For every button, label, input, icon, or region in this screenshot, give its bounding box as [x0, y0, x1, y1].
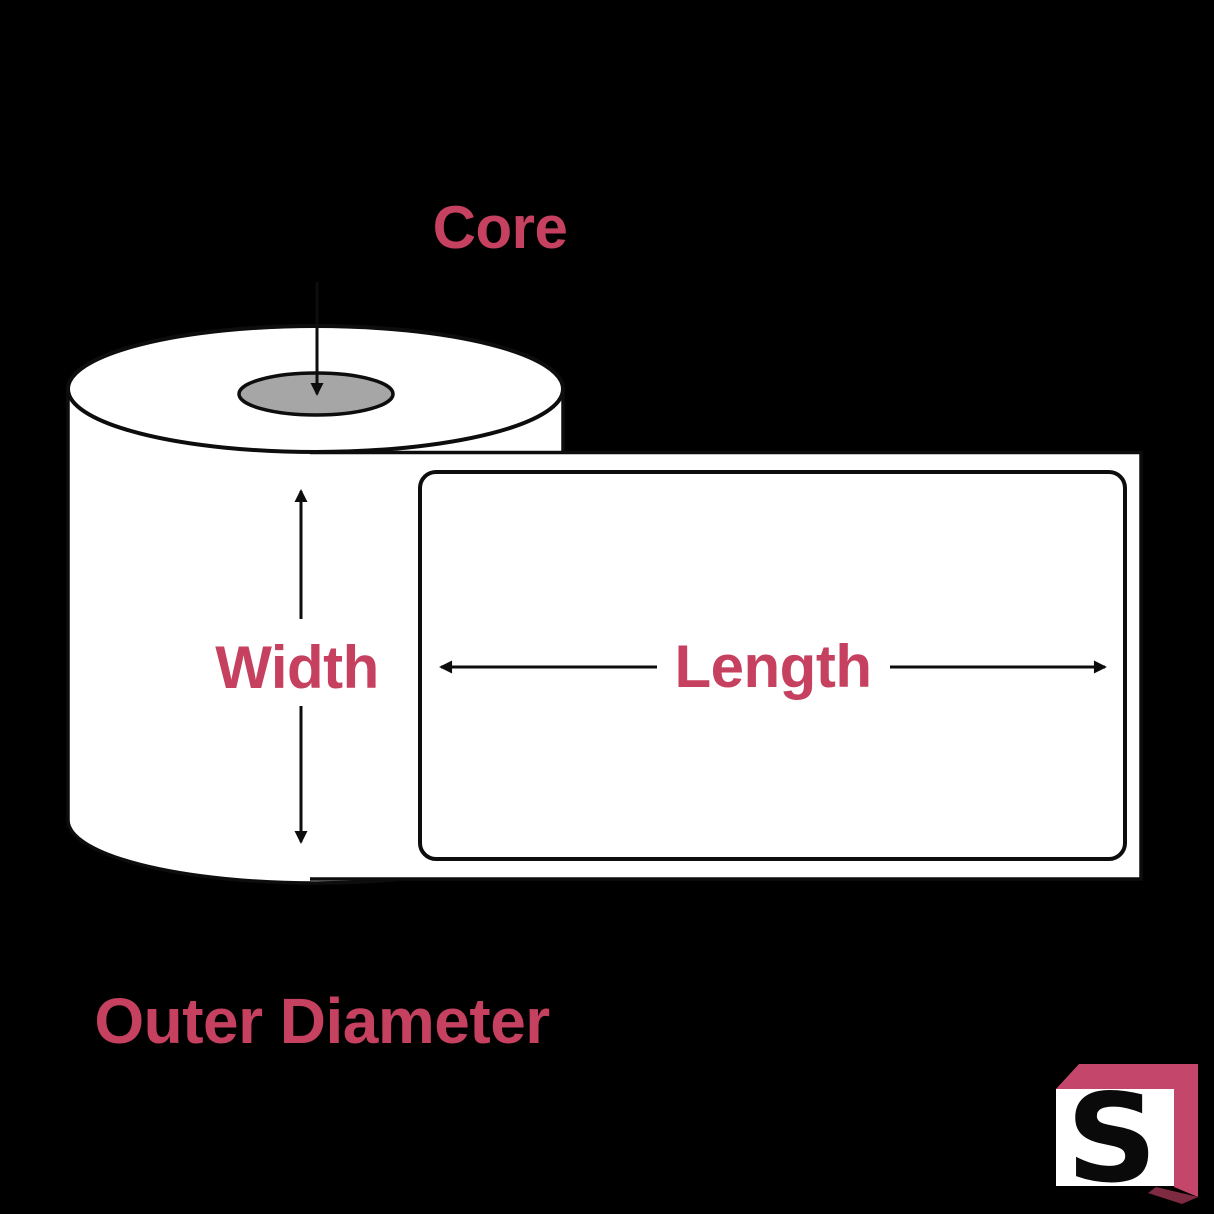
width-label: Width — [215, 634, 379, 701]
logo-dark-shadow — [1148, 1187, 1198, 1204]
length-label: Length — [675, 633, 872, 700]
brand-logo: S — [1056, 1064, 1198, 1210]
logo-pink-frame — [1056, 1064, 1198, 1197]
logo-white-square — [1056, 1089, 1174, 1186]
outer-diameter-label: Outer Diameter — [94, 985, 549, 1057]
core-label: Core — [433, 194, 568, 261]
logo-s-glyph: S — [1066, 1068, 1157, 1210]
label-outline — [418, 470, 1127, 861]
